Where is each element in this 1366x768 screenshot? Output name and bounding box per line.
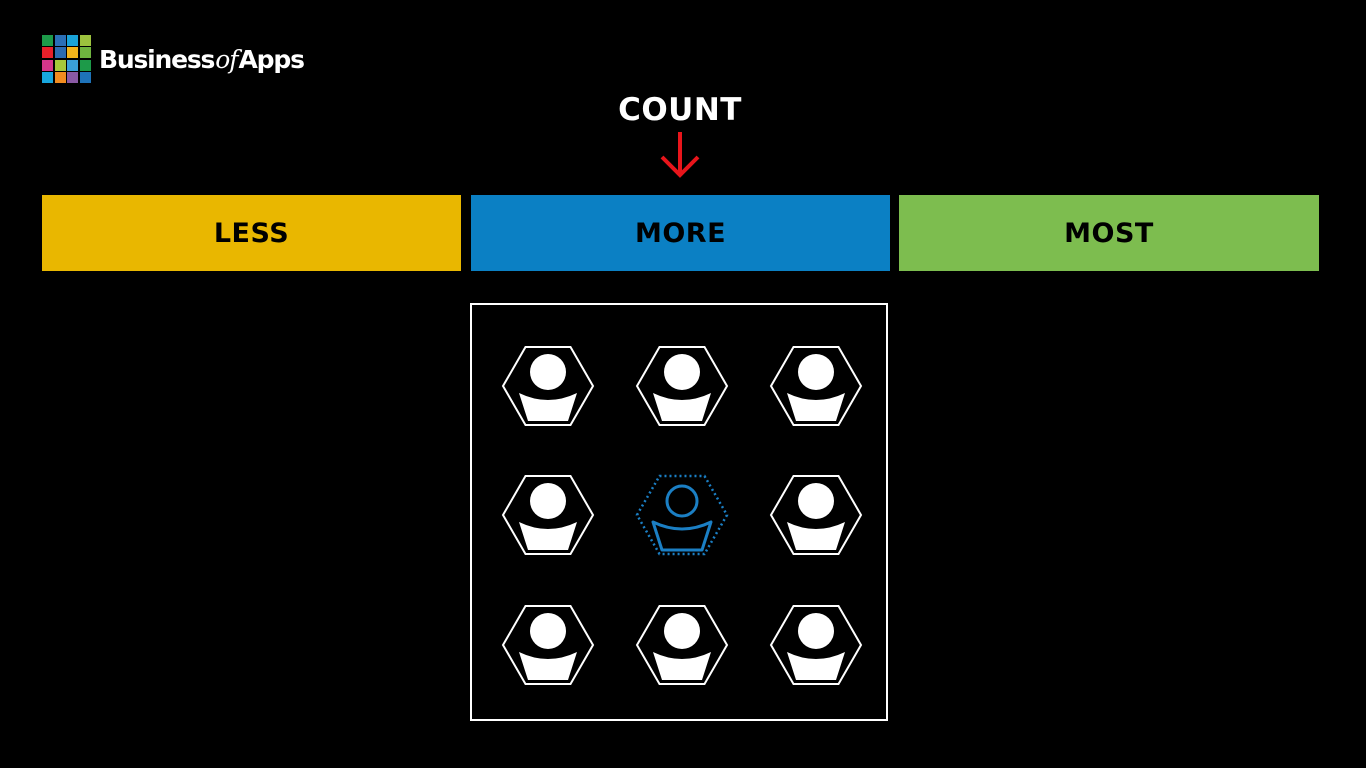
user-icon: [769, 605, 863, 685]
user-icon: [501, 605, 595, 685]
logo-wordmark: BusinessofApps: [99, 44, 305, 74]
scale-segment-more: MORE: [471, 195, 890, 271]
scale-segment-label: MORE: [634, 217, 727, 249]
logo-grid-cell: [54, 59, 66, 71]
logo-grid-cell: [42, 72, 53, 83]
user-grid: [501, 346, 863, 685]
logo-grid-cell: [79, 72, 91, 83]
user-grid-box: [470, 303, 888, 721]
business-of-apps-logo: BusinessofApps: [42, 34, 305, 84]
logo-word-of: of: [215, 44, 238, 74]
logo-word-apps: Apps: [238, 44, 305, 74]
logo-grid-cell: [54, 47, 66, 58]
logo-grid-cell: [54, 72, 66, 83]
logo-grid-cell: [42, 59, 53, 71]
logo-grid-cell: [54, 34, 66, 46]
user-icon: [769, 475, 863, 555]
logo-grid-icon: [42, 34, 91, 84]
user-icon: [501, 346, 595, 426]
user-icon: [769, 346, 863, 426]
logo-grid-cell: [79, 34, 91, 46]
user-icon: [635, 346, 729, 426]
logo-grid-cell: [67, 72, 78, 83]
logo-grid-cell: [79, 47, 91, 58]
logo-word-business: Business: [99, 44, 215, 74]
count-label: COUNT: [618, 92, 742, 128]
scale-segment-less: LESS: [42, 195, 461, 271]
user-icon: [501, 475, 595, 555]
scale-segment-most: MOST: [899, 195, 1319, 271]
scale-segment-label: LESS: [213, 217, 290, 249]
logo-grid-cell: [42, 47, 53, 58]
logo-grid-cell: [79, 59, 91, 71]
logo-grid-cell: [67, 59, 78, 71]
logo-grid-cell: [42, 34, 53, 46]
highlighted-user-icon: [635, 474, 729, 556]
logo-grid-cell: [67, 34, 78, 46]
logo-grid-cell: [67, 47, 78, 58]
scale-segment-label: MOST: [1064, 217, 1154, 249]
user-icon: [635, 605, 729, 685]
down-arrow-icon: [660, 132, 700, 178]
